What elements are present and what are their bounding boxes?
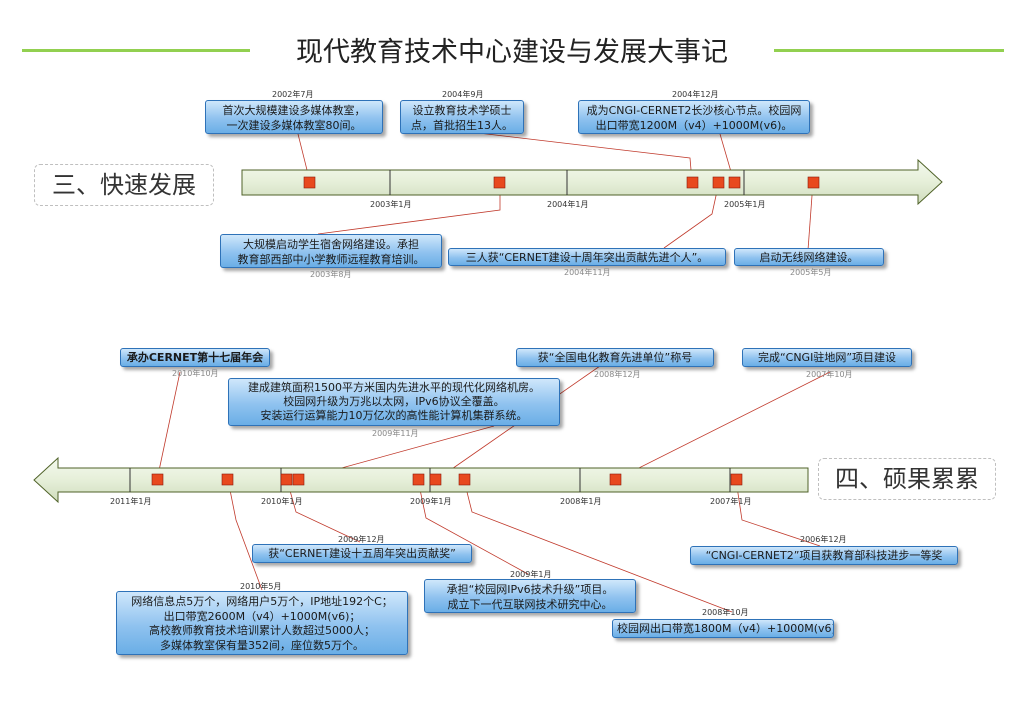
timeline-arrow-section3 xyxy=(241,158,943,206)
section3-label: 三、快速发展 xyxy=(34,164,214,206)
tick-label: 2007年1月 xyxy=(710,497,752,506)
event-date: 2004年12月 xyxy=(672,90,719,99)
event-box: 承办CERNET第十七届年会 xyxy=(120,348,270,367)
event-date: 2010年5月 xyxy=(240,582,282,591)
tick-label: 2009年1月 xyxy=(410,497,452,506)
tick-label: 2008年1月 xyxy=(560,497,602,506)
markers-section3 xyxy=(303,176,820,189)
event-box: 获“CERNET建设十五周年突出贡献奖” xyxy=(252,544,472,563)
tick-label: 2011年1月 xyxy=(110,497,152,506)
event-date: 2005年5月 xyxy=(790,268,832,277)
ticks-section3 xyxy=(389,170,745,195)
section4-label: 四、硕果累累 xyxy=(818,458,996,500)
title-rule-left xyxy=(22,49,262,52)
tick-label: 2003年1月 xyxy=(370,200,412,209)
event-date: 2010年10月 xyxy=(172,369,219,378)
event-date: 2009年1月 xyxy=(510,570,552,579)
event-date: 2009年12月 xyxy=(338,535,385,544)
event-date: 2004年11月 xyxy=(564,268,611,277)
event-date: 2004年9月 xyxy=(442,90,484,99)
event-box: “CNGI-CERNET2”项目获教育部科技进步一等奖 xyxy=(690,546,958,565)
event-date: 2006年12月 xyxy=(800,535,847,544)
event-date: 2009年11月 xyxy=(372,429,419,438)
event-date: 2008年12月 xyxy=(594,370,641,379)
event-box: 完成“CNGI驻地网”项目建设 xyxy=(742,348,912,367)
event-box: 大规模启动学生宿舍网络建设。承担 教育部西部中小学教师远程教育培训。 xyxy=(220,234,442,268)
event-date: 2008年10月 xyxy=(702,608,749,617)
markers-section4 xyxy=(151,473,743,486)
event-box: 网络信息点5万个，网络用户5万个，IP地址192个C； 出口带宽2600M（v4… xyxy=(116,591,408,655)
event-box: 首次大规模建设多媒体教室， 一次建设多媒体教室80间。 xyxy=(205,100,383,134)
tick-label: 2004年1月 xyxy=(547,200,589,209)
event-box: 建成建筑面积1500平方米国内先进水平的现代化网络机房。 校园网升级为万兆以太网… xyxy=(228,378,560,426)
event-box: 校园网出口带宽1800M（v4）+1000M(v6) xyxy=(612,619,834,638)
event-date: 2003年8月 xyxy=(310,270,352,279)
event-date: 2002年7月 xyxy=(272,90,314,99)
event-box: 承担“校园网IPv6技术升级”项目。 成立下一代互联网技术研究中心。 xyxy=(424,579,636,613)
event-box: 三人获“CERNET建设十周年突出贡献先进个人”。 xyxy=(448,248,726,266)
event-box: 获“全国电化教育先进单位”称号 xyxy=(516,348,714,367)
page-title: 现代教育技术中心建设与发展大事记 xyxy=(250,30,774,69)
event-box: 成为CNGI-CERNET2长沙核心节点。校园网 出口带宽1200M（v4）+1… xyxy=(578,100,810,134)
event-box: 启动无线网络建设。 xyxy=(734,248,884,266)
event-date: 2007年10月 xyxy=(806,370,853,379)
tick-label: 2010年1月 xyxy=(261,497,303,506)
tick-label: 2005年1月 xyxy=(724,200,766,209)
title-rule-right xyxy=(762,49,1004,52)
event-box: 设立教育技术学硕士 点，首批招生13人。 xyxy=(400,100,524,134)
